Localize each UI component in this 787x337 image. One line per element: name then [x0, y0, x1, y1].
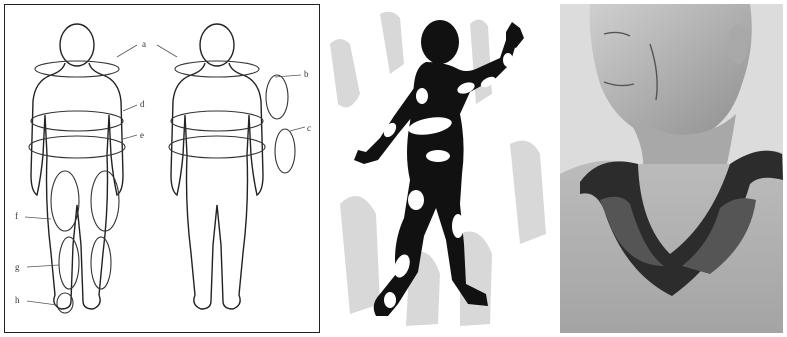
back-figure — [171, 24, 263, 309]
silhouette-svg — [320, 4, 560, 333]
label-e: e — [140, 130, 144, 140]
ear — [728, 24, 748, 64]
body-zone-diagram: a b c d e f g h — [4, 4, 320, 333]
label-b: b — [304, 69, 309, 79]
label-f: f — [15, 211, 18, 221]
silhouette-panel — [320, 4, 560, 333]
label-c: c — [307, 123, 311, 133]
label-d: d — [140, 99, 145, 109]
collar-photo-panel — [560, 4, 783, 333]
label-h: h — [15, 295, 20, 305]
body-outline-svg: a b c d e f g h — [5, 5, 320, 333]
collar-photo-svg — [560, 4, 783, 333]
label-a: a — [142, 39, 146, 49]
label-g: g — [15, 262, 20, 272]
